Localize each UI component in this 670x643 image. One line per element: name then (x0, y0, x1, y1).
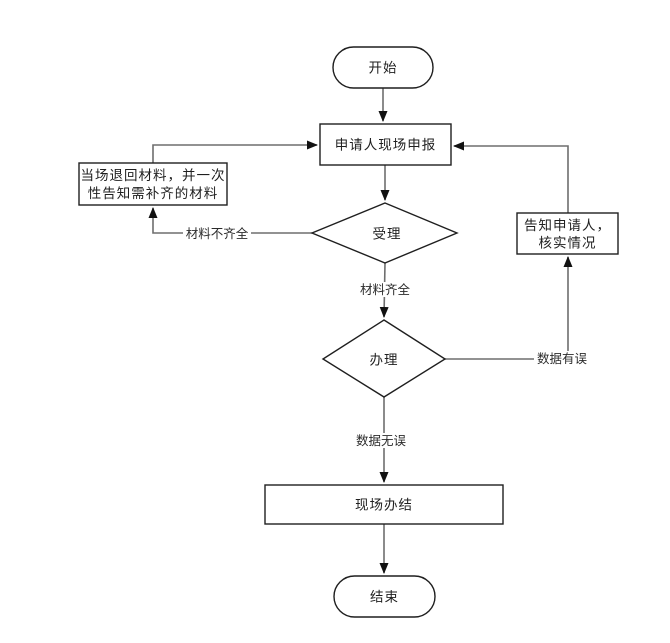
edge-return-materials-to-declaration (152, 140, 318, 163)
data-error-label-bg (534, 351, 590, 366)
notify-applicant-label-line2: 核实情况 (539, 236, 597, 252)
return-materials-label-line2: 性告知需补齐的材料 (88, 185, 219, 202)
materials-complete-label-bg (357, 282, 413, 297)
acceptance-decision-node (310, 202, 459, 264)
start-node (332, 46, 434, 89)
materials-incomplete-label: 材料不齐全 (186, 226, 249, 241)
end-node-label: 结束 (370, 590, 399, 606)
onsite-declaration-node (319, 123, 452, 166)
data-correct-label: 数据无误 (356, 433, 407, 448)
edge-acceptance-to-return-materials (148, 207, 312, 234)
edge-processing-to-notify (445, 256, 573, 360)
onsite-declaration-label: 申请人现场申报 (335, 138, 437, 154)
processing-decision-node (321, 319, 447, 398)
materials-complete-label: 材料齐全 (360, 282, 411, 297)
end-node (333, 575, 436, 618)
return-materials-node (78, 162, 228, 206)
onsite-completion-label: 现场办结 (355, 498, 413, 514)
data-error-label: 数据有误 (537, 351, 588, 366)
acceptance-decision-label: 受理 (373, 227, 402, 243)
notify-applicant-node (516, 212, 619, 255)
return-materials-label-line1: 当场退回材料，并一次 (81, 168, 226, 184)
materials-incomplete-label-bg (183, 226, 251, 241)
edge-notify-to-declaration (453, 141, 569, 213)
processing-decision-label: 办理 (370, 353, 399, 369)
start-node-label: 开始 (369, 61, 398, 77)
onsite-completion-node (264, 484, 504, 525)
notify-applicant-label-line1: 告知申请人， (524, 217, 611, 234)
data-correct-label-bg (353, 433, 409, 448)
